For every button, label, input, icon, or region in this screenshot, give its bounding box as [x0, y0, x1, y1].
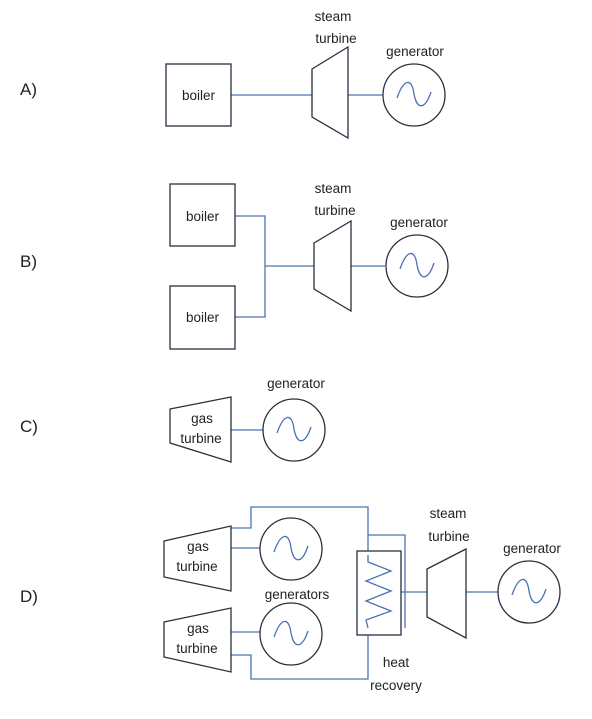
- steam-turbine-label-line2: turbine: [314, 203, 355, 218]
- gas-turbine-top-label-line1: gas: [187, 539, 209, 554]
- gas-turbine-label-line2: turbine: [180, 431, 221, 446]
- heat-recovery-label-line1: heat: [383, 655, 410, 670]
- boiler-header-line: [235, 215, 266, 318]
- generator-label: generator: [390, 215, 448, 230]
- boiler-label: boiler: [182, 88, 216, 103]
- sine-wave-icon: [276, 416, 312, 442]
- sine-wave-icon: [396, 81, 432, 107]
- steam-turbine-label-line2: turbine: [428, 529, 469, 544]
- generators-label: generators: [265, 587, 330, 602]
- sine-wave-icon: [273, 535, 309, 561]
- sine-wave-icon: [511, 578, 547, 604]
- panel-d: D) gas turbine gas turbine generators he…: [20, 506, 561, 693]
- boiler-top-box: [169, 183, 236, 247]
- gas-turbine-top-symbol: [163, 525, 232, 592]
- sine-wave-icon: [273, 620, 309, 646]
- steam-turbine-label-line1: steam: [430, 506, 467, 521]
- sine-wave-icon: [399, 252, 435, 278]
- heat-exchanger-coil: [364, 555, 393, 629]
- boiler-bottom-box: [169, 285, 236, 350]
- panel-b: B) boiler boiler steam turbine generator: [20, 181, 449, 350]
- gas-turbine-label-line1: gas: [191, 411, 213, 426]
- heat-recovery-label-line2: recovery: [370, 678, 422, 693]
- generator-label: generator: [386, 44, 444, 59]
- steam-loop-line: [368, 534, 406, 628]
- boiler-top-label: boiler: [186, 209, 220, 224]
- boiler-box: [165, 63, 232, 127]
- steam-turbine-label-line1: steam: [315, 9, 352, 24]
- panel-b-letter: B): [20, 252, 37, 271]
- gas-turbine-bottom-label-line1: gas: [187, 621, 209, 636]
- steam-turbine-symbol: [426, 547, 467, 640]
- generator-label: generator: [267, 376, 325, 391]
- heat-recovery-box: [356, 550, 402, 636]
- panel-c-letter: C): [20, 417, 38, 436]
- gas-turbine-bottom-label-line2: turbine: [176, 641, 217, 656]
- exhaust-duct-top: [231, 506, 369, 555]
- steam-turbine-symbol: [311, 45, 349, 140]
- panel-a-letter: A): [20, 80, 37, 99]
- steam-turbine-label-line2: turbine: [315, 31, 356, 46]
- panel-c: C) gas turbine generator: [20, 376, 326, 463]
- gas-turbine-bottom-symbol: [163, 607, 232, 673]
- generator-label: generator: [503, 541, 561, 556]
- boiler-bottom-label: boiler: [186, 310, 220, 325]
- steam-turbine-label-line1: steam: [315, 181, 352, 196]
- panel-d-letter: D): [20, 587, 38, 606]
- panel-a: A) boiler steam turbine generator: [20, 9, 446, 140]
- gas-turbine-top-label-line2: turbine: [176, 559, 217, 574]
- steam-turbine-symbol: [313, 219, 352, 313]
- gas-turbine-symbol: [169, 396, 232, 463]
- exhaust-duct-bottom: [231, 628, 369, 680]
